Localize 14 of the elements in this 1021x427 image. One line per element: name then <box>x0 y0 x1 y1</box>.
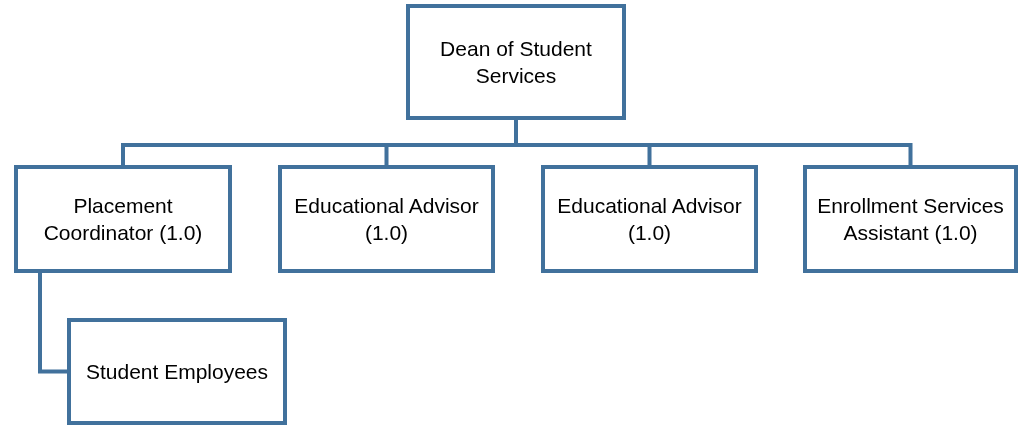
connector-line <box>514 120 913 165</box>
org-box <box>541 165 758 273</box>
role-title: Student Employees <box>85 358 269 385</box>
org-box <box>803 165 1018 273</box>
role-title: Dean of Student Services <box>439 35 593 89</box>
org-box <box>67 318 287 425</box>
connector-line <box>38 273 67 374</box>
org-box <box>278 165 495 273</box>
role-title: Educational Advisor (1.0) <box>556 192 743 246</box>
role-title: Enrollment Services Assistant (1.0) <box>816 192 1005 246</box>
org-box <box>14 165 232 273</box>
org-box <box>406 4 626 120</box>
role-title: Placement Coordinator (1.0) <box>42 192 204 246</box>
role-title: Educational Advisor (1.0) <box>293 192 480 246</box>
